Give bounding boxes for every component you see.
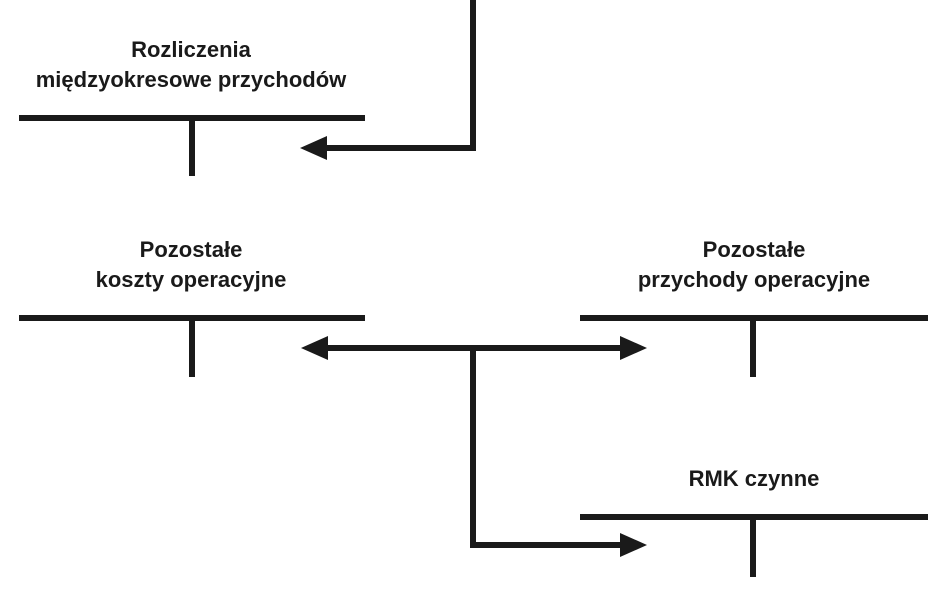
t-account-top-line <box>580 315 928 321</box>
arrowhead-left-icon <box>300 136 327 160</box>
arrowhead-right-icon <box>620 336 647 360</box>
t-account-stem <box>750 321 756 377</box>
t-account-label: Pozostałe przychody operacyjne <box>637 237 871 292</box>
t-account-stem <box>189 321 195 377</box>
t-account-stem <box>750 520 756 577</box>
connector-horizontal-segment <box>470 542 622 548</box>
t-account-label: Rozliczenia międzyokresowe przychodów <box>35 37 347 92</box>
t-account-top-line <box>580 514 928 520</box>
t-account-stem <box>189 121 195 176</box>
t-account-top-line <box>19 315 365 321</box>
connector-horizontal-segment <box>320 145 476 151</box>
connector-vertical-segment <box>470 0 476 151</box>
arrowhead-right-icon <box>620 533 647 557</box>
t-account-label: Pozostałe koszty operacyjne <box>95 237 287 292</box>
t-account-top-line <box>19 115 365 121</box>
connector-trunk-vertical <box>470 345 476 548</box>
t-account-label: RMK czynne <box>688 466 820 491</box>
arrowhead-left-icon <box>301 336 328 360</box>
